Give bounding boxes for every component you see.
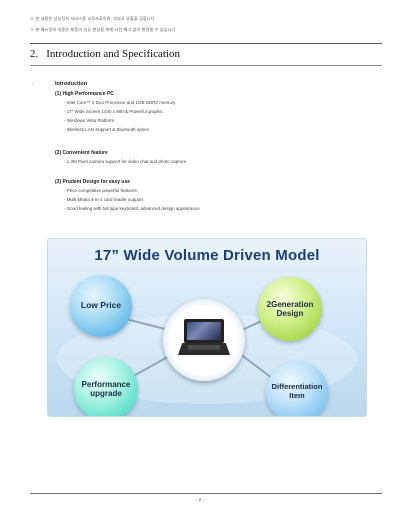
node-performance-upgrade: Performance upgrade xyxy=(74,357,138,416)
node-differentiation-item: Differentiation Item xyxy=(266,361,328,416)
section-number: 2. xyxy=(30,48,39,60)
list-item: - Price competitive powerful features xyxy=(64,188,137,193)
list-item: - Wireless LAN Support & Bluetooth optio… xyxy=(64,127,150,132)
intro-heading: Introduction xyxy=(55,81,88,87)
bullet-marker: · xyxy=(32,81,34,87)
node-generation-design: 2Generation Design xyxy=(258,277,322,341)
group-title-design: (3) Prudent Design for easy use xyxy=(55,179,131,185)
product-diagram: 17” Wide Volume Driven Model Low Price 2… xyxy=(47,238,367,417)
page-number: - 2 - xyxy=(195,497,204,502)
section-title-text: Introduction and Specification xyxy=(46,48,181,60)
diagram-title: 17” Wide Volume Driven Model xyxy=(94,247,320,264)
list-item: - Multi Media 4-in-1 card reader support xyxy=(64,197,144,202)
list-item: - Good feeling with full type keyboard, … xyxy=(64,206,200,211)
list-item: - 17” Wide Screen 1440 x 900 & Powerful … xyxy=(64,109,163,114)
laptop-keyboard xyxy=(188,345,220,350)
top-divider xyxy=(30,43,382,44)
node-low-price: Low Price xyxy=(70,275,132,337)
list-item: - Intel Core™ 2 Duo Processor and 1GB DD… xyxy=(64,100,176,105)
group-title-convenient: (2) Convenient feature xyxy=(55,150,108,156)
connector-line xyxy=(127,353,174,380)
footer-divider xyxy=(30,493,382,494)
section-divider xyxy=(30,65,382,66)
section-title: 2. Introduction and Specification xyxy=(30,48,180,60)
list-item: - 1.3M Pixel camera support for video ch… xyxy=(64,159,187,164)
header-notice-2: ※ 본 매뉴얼의 내용은 제품의 성능 향상을 위해 사전 예고 없이 변경될 … xyxy=(30,27,177,32)
group-title-performance: (1) High Performance PC xyxy=(55,91,114,97)
laptop-image xyxy=(178,319,230,359)
header-notice-1: ※ 본 내용은 삼성전자 서비스용 교육자료이며, 외부로 유출을 금합니다. xyxy=(30,16,156,21)
list-item: - Windows Vista Platform xyxy=(64,118,115,123)
laptop-display xyxy=(187,322,221,340)
